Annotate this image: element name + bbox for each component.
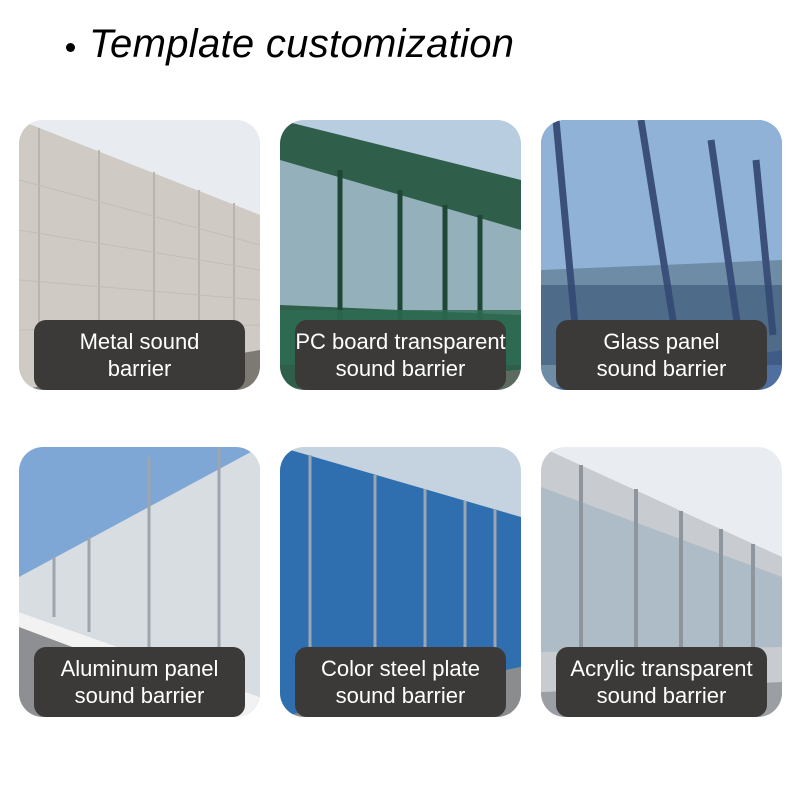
- bullet-icon: [66, 42, 75, 52]
- page-header: Template customization: [66, 18, 514, 70]
- page-title: Template customization: [89, 21, 515, 66]
- acrylic-barrier-photo: [541, 447, 782, 717]
